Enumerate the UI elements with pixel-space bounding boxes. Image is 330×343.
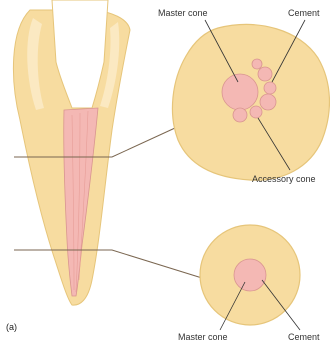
accessory-cone-section: [264, 82, 276, 94]
label-lower-master-cone: Master cone: [178, 332, 228, 342]
accessory-cone-section: [260, 94, 276, 110]
label-upper-cement: Cement: [288, 8, 320, 18]
label-accessory-cone: Accessory cone: [252, 174, 316, 184]
tooth-longitudinal-section: [13, 0, 130, 305]
accessory-cone-section: [252, 59, 262, 69]
accessory-cone-section: [258, 67, 272, 81]
label-upper-master-cone: Master cone: [158, 8, 208, 18]
accessory-cone-section: [233, 108, 247, 122]
upper-cross-section: [172, 25, 329, 181]
lower-master-cone-section: [234, 259, 266, 291]
panel-label: (a): [6, 322, 17, 332]
master-cone-section: [222, 74, 258, 110]
label-lower-cement: Cement: [288, 332, 320, 342]
accessory-cone-section: [250, 106, 262, 118]
lower-section-line: [14, 250, 202, 278]
